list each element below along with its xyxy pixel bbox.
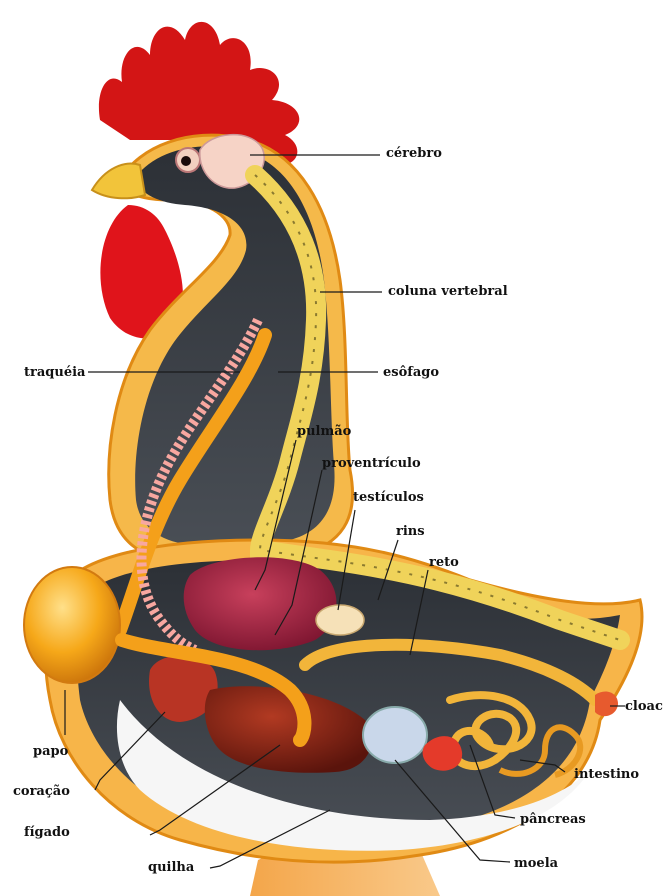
label-quilha: quilha bbox=[148, 860, 194, 875]
label-testiculos: testículos bbox=[353, 490, 424, 505]
label-reto: reto bbox=[429, 555, 459, 570]
label-pulmao: pulmão bbox=[297, 424, 351, 439]
pupil bbox=[181, 156, 191, 166]
gizzard bbox=[363, 707, 427, 763]
lung bbox=[184, 557, 337, 650]
crop bbox=[24, 567, 120, 683]
testicle bbox=[316, 605, 364, 635]
label-esofago: esôfago bbox=[383, 365, 439, 380]
label-pancreas: pâncreas bbox=[520, 812, 586, 827]
label-cloaca: cloaca bbox=[625, 699, 663, 714]
label-proventriculo: proventrículo bbox=[322, 456, 421, 471]
label-coracao: coração bbox=[13, 784, 70, 799]
label-traqueia: traquéia bbox=[24, 365, 85, 380]
label-rins: rins bbox=[396, 524, 425, 539]
beak bbox=[92, 164, 145, 199]
label-cerebro: cérebro bbox=[386, 146, 442, 161]
label-intestino: intestino bbox=[574, 767, 639, 782]
label-figado: fígado bbox=[24, 825, 70, 840]
label-papo: papo bbox=[33, 744, 68, 759]
label-moela: moela bbox=[514, 856, 558, 871]
label-coluna-vertebral: coluna vertebral bbox=[388, 284, 508, 299]
cloaca bbox=[595, 692, 618, 717]
